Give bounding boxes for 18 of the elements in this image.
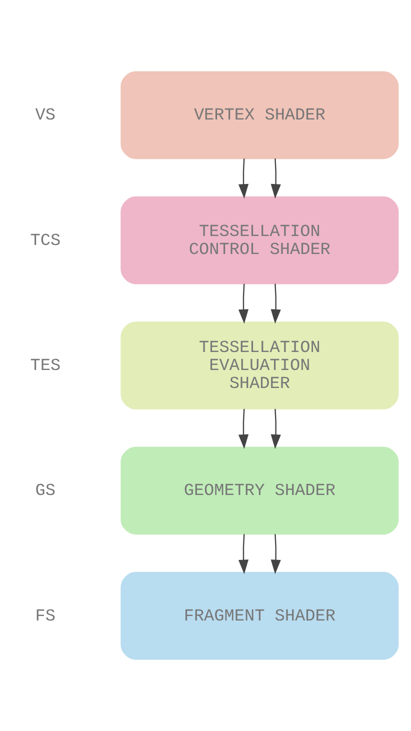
arrow <box>238 534 249 574</box>
arrow <box>270 408 281 449</box>
node-box: TESSELLATION CONTROL SHADER <box>120 196 399 284</box>
arrow <box>238 408 249 449</box>
node-label: FS <box>35 607 56 626</box>
node-label: TES <box>30 356 61 376</box>
node-label: GS <box>35 482 56 502</box>
arrow <box>238 158 249 199</box>
arrow <box>270 158 281 199</box>
node-label: TCS <box>30 232 61 251</box>
node-box: VERTEX SHADER <box>120 71 399 160</box>
node-box: TESSELLATION EVALUATION SHADER <box>120 322 399 410</box>
arrow <box>270 534 281 574</box>
arrow <box>238 284 249 324</box>
node-box: GEOMETRY SHADER <box>120 446 399 535</box>
node-box: FRAGMENT SHADER <box>120 572 399 660</box>
arrow <box>270 284 281 324</box>
node-label: VS <box>35 106 56 126</box>
